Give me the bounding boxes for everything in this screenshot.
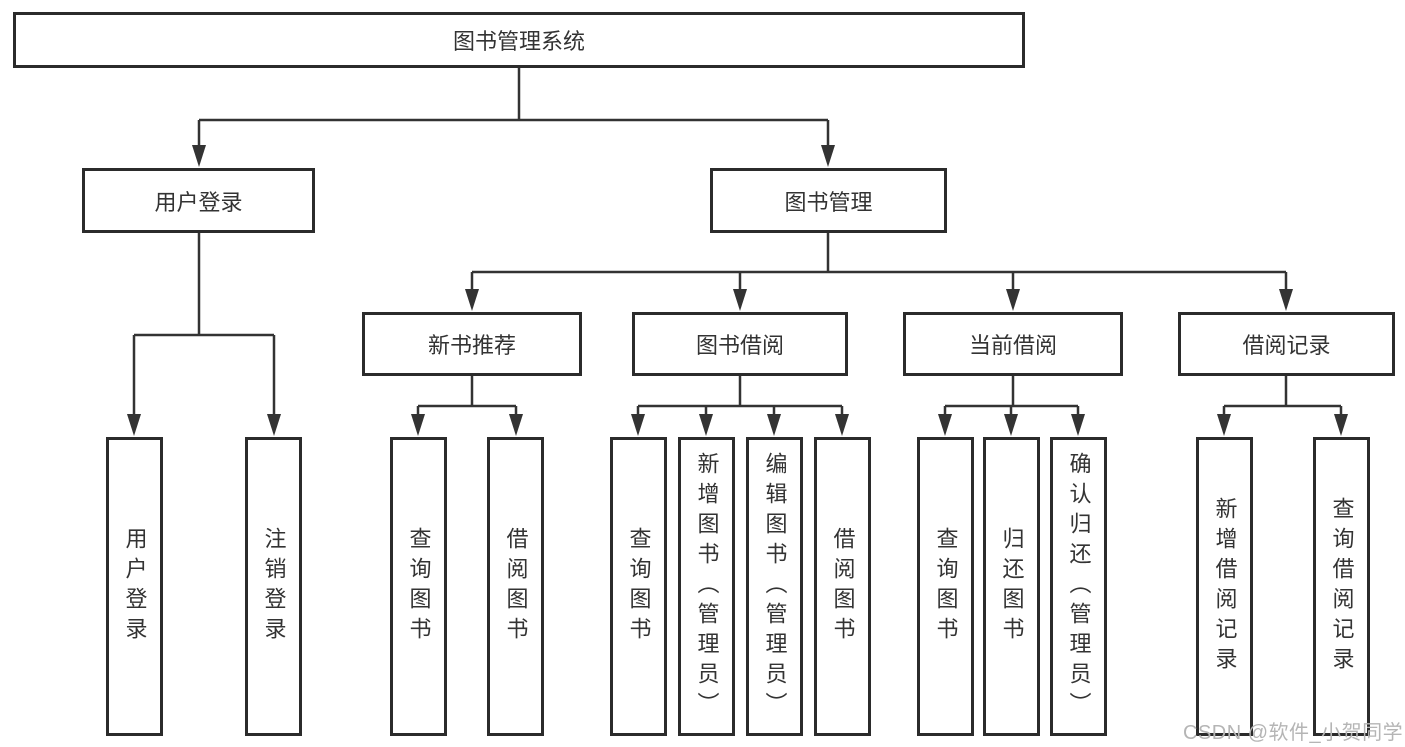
connector-borrow-to-leaves <box>636 376 844 419</box>
connector-records-to-leaves <box>1222 376 1343 419</box>
node-root-library-system: 图书管理系统 <box>13 12 1025 68</box>
leaf-query-books-recommend: 查询图书 <box>390 437 447 736</box>
node-book-borrowing: 图书借阅 <box>632 312 848 376</box>
node-book-management: 图书管理 <box>710 168 947 233</box>
arrow-down-icon <box>1217 414 1231 436</box>
leaf-query-borrow-record: 查询借阅记录 <box>1313 437 1370 736</box>
leaf-query-books-current: 查询图书 <box>917 437 974 736</box>
arrowhead-icons <box>127 145 1348 436</box>
arrow-down-icon <box>1071 414 1085 436</box>
leaf-borrow-books-recommend: 借阅图书 <box>487 437 544 736</box>
arrow-down-icon <box>733 289 747 311</box>
connector-current-to-leaves <box>943 376 1080 419</box>
arrow-down-icon <box>938 414 952 436</box>
arrow-down-icon <box>1334 414 1348 436</box>
arrow-down-icon <box>1279 289 1293 311</box>
arrow-down-icon <box>267 414 281 436</box>
connector-newbooks-to-leaves <box>416 376 518 419</box>
connector-userlogin-to-leaves <box>132 233 276 419</box>
leaf-confirm-return-admin: 确认归还（管理员） <box>1050 437 1107 736</box>
connector-bookmgmt-to-level3 <box>470 233 1288 294</box>
leaf-query-books-borrowing: 查询图书 <box>610 437 667 736</box>
arrow-down-icon <box>411 414 425 436</box>
leaf-borrow-books-borrowing: 借阅图书 <box>814 437 871 736</box>
arrow-down-icon <box>821 145 835 167</box>
arrow-down-icon <box>127 414 141 436</box>
csdn-watermark: CSDN @软件_小贺同学 <box>1183 722 1404 744</box>
arrow-down-icon <box>465 289 479 311</box>
node-new-book-recommend: 新书推荐 <box>362 312 582 376</box>
arrow-down-icon <box>767 414 781 436</box>
arrow-down-icon <box>631 414 645 436</box>
arrow-down-icon <box>509 414 523 436</box>
arrow-down-icon <box>192 145 206 167</box>
arrow-down-icon <box>699 414 713 436</box>
arrow-down-icon <box>1006 289 1020 311</box>
leaf-return-books: 归还图书 <box>983 437 1040 736</box>
leaf-user-login: 用户登录 <box>106 437 163 736</box>
arrow-down-icon <box>835 414 849 436</box>
node-borrowing-records: 借阅记录 <box>1178 312 1395 376</box>
connector-root-to-level2 <box>197 68 830 150</box>
node-user-login: 用户登录 <box>82 168 315 233</box>
leaf-add-borrow-record: 新增借阅记录 <box>1196 437 1253 736</box>
leaf-add-books-admin: 新增图书（管理员） <box>678 437 735 736</box>
arrow-down-icon <box>1004 414 1018 436</box>
leaf-edit-books-admin: 编辑图书（管理员） <box>746 437 803 736</box>
leaf-logout: 注销登录 <box>245 437 302 736</box>
node-current-borrowing: 当前借阅 <box>903 312 1123 376</box>
